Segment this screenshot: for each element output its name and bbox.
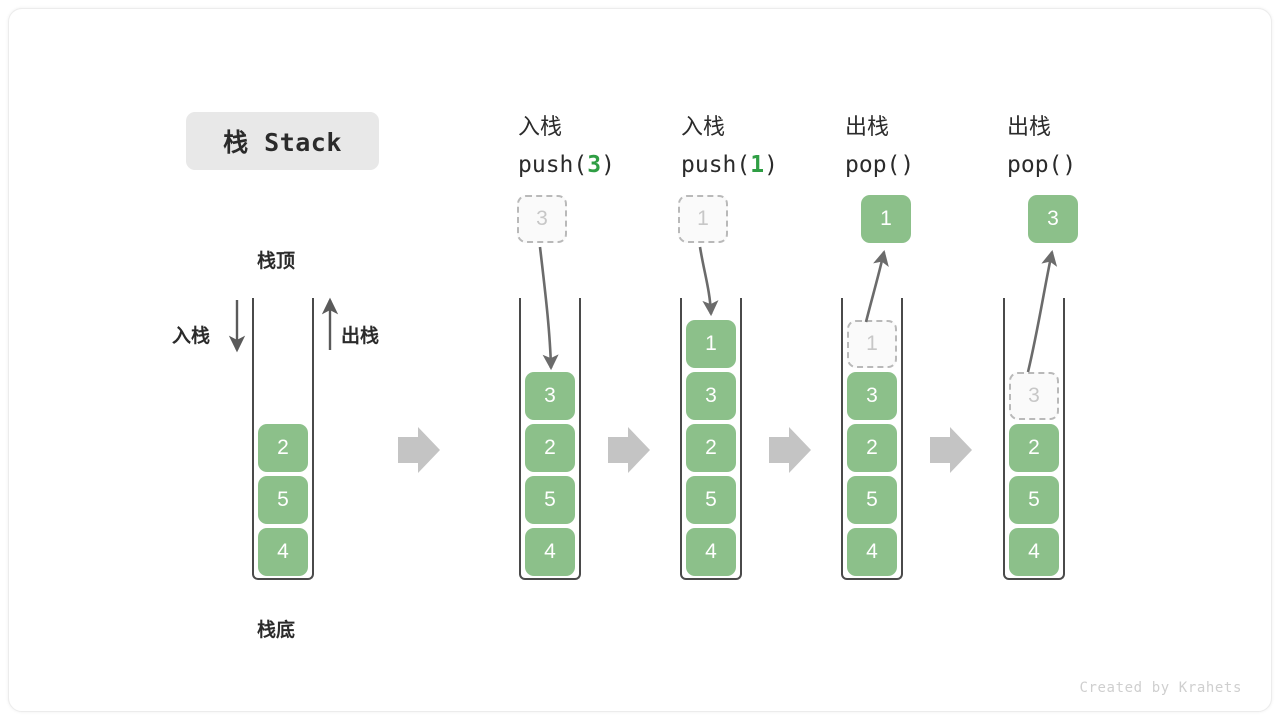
title-text: 栈 Stack <box>223 128 342 157</box>
op-cn-push-1: 入栈 <box>681 114 726 139</box>
stack-container <box>680 298 742 580</box>
stack-container <box>519 298 581 580</box>
op-code-prefix: pop( <box>845 152 901 178</box>
stack-cells: 4 5 2 3 <box>525 368 575 576</box>
stack-container <box>252 298 314 580</box>
float-box-value: 3 <box>536 207 548 230</box>
op-header-pop-1: 出栈 pop() <box>845 108 914 184</box>
op-code-suffix: ) <box>1062 152 1077 178</box>
stack-cell: 2 <box>1009 424 1059 472</box>
float-box-pop-1: 1 <box>861 195 911 243</box>
stack-bottom-label: 栈底 <box>257 620 296 641</box>
op-cn-pop-3: 出栈 <box>1007 114 1052 139</box>
stack-cell: 2 <box>686 424 736 472</box>
stack-container <box>841 298 903 580</box>
float-box-value: 3 <box>1047 207 1059 230</box>
float-box-push-1: 1 <box>678 195 728 243</box>
op-code-arg: 3 <box>587 152 602 178</box>
op-code-push-3: push(3) <box>518 146 615 184</box>
float-box-value: 1 <box>880 207 892 230</box>
stack-cell: 5 <box>847 476 897 524</box>
float-box-push-3: 3 <box>517 195 567 243</box>
op-cn-push-3: 入栈 <box>518 114 563 139</box>
op-header-pop-3: 出栈 pop() <box>1007 108 1076 184</box>
stack-after-pop-3: 4 5 2 3 <box>1003 298 1065 580</box>
stack-after-push-3: 4 5 2 3 <box>519 298 581 580</box>
stack-cell: 5 <box>686 476 736 524</box>
stack-cells: 4 5 2 3 <box>1009 368 1059 576</box>
stack-cell: 3 <box>686 372 736 420</box>
stack-cell: 5 <box>1009 476 1059 524</box>
stack-initial: 4 5 2 <box>252 298 314 580</box>
stack-cell: 5 <box>525 476 575 524</box>
stack-cell: 4 <box>525 528 575 576</box>
stack-cell: 2 <box>525 424 575 472</box>
op-header-push-1: 入栈 push(1) <box>681 108 778 184</box>
title-badge: 栈 Stack <box>186 112 379 170</box>
stack-cell: 1 <box>686 320 736 368</box>
stack-cell-ghost: 3 <box>1009 372 1059 420</box>
stack-cell-ghost: 1 <box>847 320 897 368</box>
op-header-push-3: 入栈 push(3) <box>518 108 615 184</box>
stack-cell: 3 <box>525 372 575 420</box>
op-code-push-1: push(1) <box>681 146 778 184</box>
op-code-suffix: ) <box>601 152 615 178</box>
stack-cell: 4 <box>1009 528 1059 576</box>
op-code-suffix: ) <box>900 152 915 178</box>
op-cn-pop-1: 出栈 <box>845 114 890 139</box>
stack-cell: 2 <box>258 424 308 472</box>
stack-cell: 2 <box>847 424 897 472</box>
push-side-label: 入栈 <box>172 326 211 347</box>
stack-cell: 4 <box>686 528 736 576</box>
op-code-pop-3: pop() <box>1007 146 1076 184</box>
stack-cell: 4 <box>258 528 308 576</box>
footer-credit: Created by Krahets <box>1079 680 1242 696</box>
op-code-prefix: push( <box>681 152 751 178</box>
float-box-value: 1 <box>697 207 709 230</box>
op-code-prefix: pop( <box>1007 152 1063 178</box>
stack-cell: 5 <box>258 476 308 524</box>
stack-cells: 4 5 2 3 1 <box>686 316 736 576</box>
stack-cells: 4 5 2 3 1 <box>847 316 897 576</box>
op-code-suffix: ) <box>764 152 778 178</box>
op-code-arg: 1 <box>750 152 765 178</box>
pop-side-label: 出栈 <box>341 326 380 347</box>
op-code-prefix: push( <box>518 152 588 178</box>
op-code-pop-1: pop() <box>845 146 914 184</box>
stack-after-push-1: 4 5 2 3 1 <box>680 298 742 580</box>
stack-after-pop-1: 4 5 2 3 1 <box>841 298 903 580</box>
stack-top-label: 栈顶 <box>257 251 296 272</box>
stack-cell: 3 <box>847 372 897 420</box>
float-box-pop-3: 3 <box>1028 195 1078 243</box>
stack-container <box>1003 298 1065 580</box>
stack-cells: 4 5 2 <box>258 420 308 576</box>
stack-cell: 4 <box>847 528 897 576</box>
